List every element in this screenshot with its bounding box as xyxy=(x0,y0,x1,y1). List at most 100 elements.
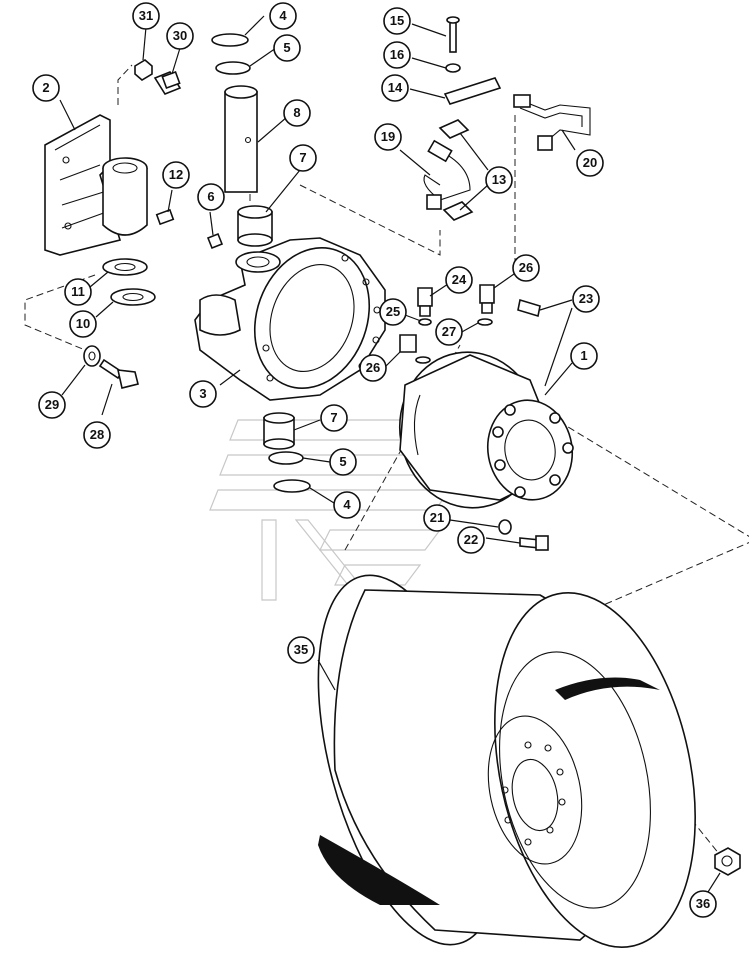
callout-16: 16 xyxy=(383,41,411,69)
svg-text:13: 13 xyxy=(492,172,506,187)
callout-4-bottom: 4 xyxy=(333,491,361,519)
part-12-setscrew xyxy=(155,208,175,226)
part-20-pipe xyxy=(513,94,591,151)
part-16-washer xyxy=(445,63,461,73)
callout-11: 11 xyxy=(64,278,92,306)
svg-text:5: 5 xyxy=(283,40,290,55)
part-24-fitting xyxy=(417,287,433,317)
callout-19: 19 xyxy=(374,123,402,151)
callout-24: 24 xyxy=(445,266,473,294)
svg-text:19: 19 xyxy=(381,129,395,144)
part-26-fitting-lower xyxy=(399,334,431,364)
svg-text:7: 7 xyxy=(299,150,306,165)
svg-text:7: 7 xyxy=(330,410,337,425)
callout-5-top: 5 xyxy=(273,34,301,62)
callout-6: 6 xyxy=(197,183,225,211)
callout-10: 10 xyxy=(69,310,97,338)
svg-text:25: 25 xyxy=(386,304,400,319)
part-15-screw xyxy=(446,16,460,53)
part-13-clip xyxy=(438,119,474,221)
part-21-washer xyxy=(498,519,512,535)
part-5-disc-bottom xyxy=(268,451,304,465)
part-7-bushing-top xyxy=(237,205,273,247)
part-29-washer xyxy=(83,345,101,367)
svg-text:4: 4 xyxy=(343,497,351,512)
svg-text:20: 20 xyxy=(583,155,597,170)
svg-text:8: 8 xyxy=(293,105,300,120)
part-6-grease-fitting xyxy=(206,232,224,250)
part-30-bolt xyxy=(153,70,182,95)
callout-15: 15 xyxy=(383,7,411,35)
svg-text:16: 16 xyxy=(390,47,404,62)
part-36-nut xyxy=(714,847,741,876)
svg-text:31: 31 xyxy=(139,8,153,23)
callout-1: 1 xyxy=(570,342,598,370)
callout-3: 3 xyxy=(189,380,217,408)
part-10-washer xyxy=(110,288,156,306)
svg-text:5: 5 xyxy=(339,454,346,469)
part-7-bushing-bottom xyxy=(263,412,295,450)
callout-4-top: 4 xyxy=(269,2,297,30)
svg-text:35: 35 xyxy=(294,642,308,657)
callout-26-top: 26 xyxy=(512,254,540,282)
part-31-nut xyxy=(134,59,153,81)
leader-lines xyxy=(59,15,721,893)
part-19-pipe xyxy=(423,139,471,210)
callout-13: 13 xyxy=(485,166,513,194)
svg-text:21: 21 xyxy=(430,510,444,525)
svg-text:30: 30 xyxy=(173,28,187,43)
callout-7-bottom: 7 xyxy=(320,404,348,432)
callout-28: 28 xyxy=(83,421,111,449)
svg-text:3: 3 xyxy=(199,386,206,401)
callout-23: 23 xyxy=(572,285,600,313)
svg-text:14: 14 xyxy=(388,80,403,95)
part-3-knuckle-housing xyxy=(194,237,386,401)
callout-29: 29 xyxy=(38,391,66,419)
svg-text:10: 10 xyxy=(76,316,90,331)
part-14-clamp xyxy=(443,77,502,105)
callout-20: 20 xyxy=(576,149,604,177)
svg-text:28: 28 xyxy=(90,427,104,442)
callout-31: 31 xyxy=(132,2,160,30)
callout-36: 36 xyxy=(689,890,717,918)
callouts: 31 30 4 5 2 8 12 7 6 11 10 29 28 3 15 16… xyxy=(32,2,717,918)
svg-text:29: 29 xyxy=(45,397,59,412)
svg-text:36: 36 xyxy=(696,896,710,911)
svg-text:2: 2 xyxy=(42,80,49,95)
callout-22: 22 xyxy=(457,526,485,554)
part-23-stud xyxy=(517,298,541,318)
svg-text:27: 27 xyxy=(442,324,456,339)
callout-27: 27 xyxy=(435,318,463,346)
svg-text:26: 26 xyxy=(519,260,533,275)
svg-text:22: 22 xyxy=(464,532,478,547)
callout-30: 30 xyxy=(166,22,194,50)
callout-8: 8 xyxy=(283,99,311,127)
svg-text:26: 26 xyxy=(366,360,380,375)
part-4-snap-ring-bottom xyxy=(273,479,311,493)
callout-12: 12 xyxy=(162,161,190,189)
part-35-wheel-rim xyxy=(317,574,696,948)
part-5-disc-top xyxy=(215,61,251,75)
part-1-wheel-hub xyxy=(398,351,574,509)
callout-7-top: 7 xyxy=(289,144,317,172)
callout-2: 2 xyxy=(32,74,60,102)
callout-5-bottom: 5 xyxy=(329,448,357,476)
part-22-bolt xyxy=(519,535,549,551)
svg-text:23: 23 xyxy=(579,291,593,306)
callout-26-lower: 26 xyxy=(359,354,387,382)
svg-text:12: 12 xyxy=(169,167,183,182)
callout-35: 35 xyxy=(287,636,315,664)
callout-25: 25 xyxy=(379,298,407,326)
part-27-oring xyxy=(477,318,493,326)
part-25-oring xyxy=(418,318,432,326)
callout-21: 21 xyxy=(423,504,451,532)
part-2-bracket xyxy=(44,114,148,256)
part-8-pin xyxy=(224,85,258,193)
svg-text:1: 1 xyxy=(580,348,587,363)
svg-text:24: 24 xyxy=(452,272,467,287)
callout-14: 14 xyxy=(381,74,409,102)
part-26-fitting-top xyxy=(479,284,495,314)
svg-text:15: 15 xyxy=(390,13,404,28)
svg-text:11: 11 xyxy=(71,284,85,299)
